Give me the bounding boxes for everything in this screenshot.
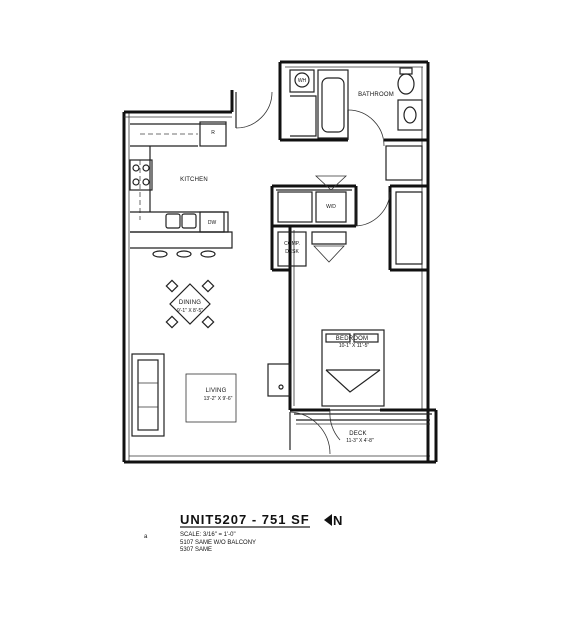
laundry-closet: W/D [277, 175, 348, 223]
dishwasher-label: DW [208, 220, 217, 226]
bedroom-label: BEDROOM [336, 336, 368, 342]
north-label: N [333, 513, 343, 528]
water-heater-label: WH [298, 78, 307, 84]
living-dims: 13'-2" X 9'-6" [204, 396, 233, 402]
title-block: UNIT5207 - 751 SF SCALE: 3/16" = 1'-0" 5… [144, 512, 343, 553]
coffee-table [185, 373, 237, 423]
note-5307: 5307 SAME [180, 547, 212, 553]
doors [235, 91, 391, 455]
bathroom-label: BATHROOM [358, 92, 394, 98]
deck-dims: 11-3" X 4'-8" [346, 438, 374, 444]
unit-title: UNIT5207 - 751 SF [180, 512, 310, 527]
bathroom-fixtures: WH [289, 67, 423, 181]
north-arrow-icon: N [324, 513, 343, 528]
bedroom-dims: 10-1" X 11'-5" [339, 343, 369, 349]
living-label: LIVING [206, 388, 227, 394]
refrigerator-label: R [211, 130, 215, 136]
refrigerator: R [199, 121, 227, 147]
deck-outline [296, 419, 430, 425]
range-cooktop [129, 159, 153, 191]
comp-desk-label-1: COMP. [284, 241, 300, 247]
dining-label: DINING [179, 300, 201, 306]
computer-desk: COMP. DESK [277, 231, 347, 267]
comp-desk-label-2: DESK [285, 249, 299, 255]
bed [321, 329, 385, 407]
dishwasher: DW [199, 211, 225, 233]
kitchen-label: KITCHEN [180, 177, 208, 183]
bar-stools [152, 250, 216, 258]
scale-note: SCALE: 3/16" = 1'-0" [180, 532, 236, 538]
note-5107: 5107 SAME W/O BALCONY [180, 540, 256, 546]
kitchen-counters [129, 123, 233, 258]
washer-dryer-label: W/D [326, 204, 336, 210]
dining-dims: 9'-1" X 8'-5" [177, 308, 203, 314]
dining-table [165, 279, 215, 329]
corner-mark: a [144, 534, 148, 540]
tv-console [267, 363, 291, 397]
sofa [131, 353, 165, 437]
interior-walls [270, 96, 436, 415]
deck-label: DECK [349, 431, 366, 437]
